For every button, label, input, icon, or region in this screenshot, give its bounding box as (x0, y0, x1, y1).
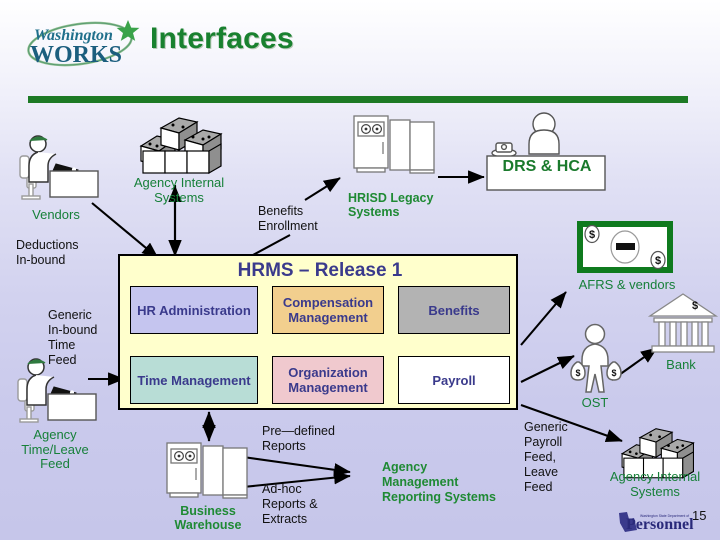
node-label-ost: OST (581, 395, 609, 410)
svg-text:$: $ (655, 255, 661, 267)
drs-hca-desk-icon (482, 110, 612, 191)
node-label-afrs-vendors: AFRS & vendors (578, 277, 676, 292)
node-label-agency-time-leave-feed: Agency Time/Leave Feed (21, 427, 89, 471)
module-label: Time Management (137, 372, 251, 388)
flow-label-benefits-enrollment: Benefits Enrollment (258, 204, 318, 233)
svg-text:$: $ (575, 368, 580, 378)
node-label-agency-internal-systems-top: Agency Internal Systems (133, 175, 225, 205)
node-label-business-warehouse: Business Warehouse (174, 504, 242, 532)
node-label-agency-management-reporting-systems: Agency Management Reporting Systems (382, 460, 496, 504)
agency-internal-systems-cubes-icon-bottom (612, 418, 700, 484)
module-hr-administration[interactable]: HR Administration (130, 286, 258, 334)
node-label-bank: Bank (666, 357, 696, 372)
svg-text:$: $ (611, 368, 616, 378)
module-label: Payroll (432, 372, 476, 388)
svg-text:Personnel: Personnel (626, 516, 694, 533)
bank-building-icon: $ (647, 292, 719, 358)
title-divider (28, 96, 688, 103)
ost-moneybag-person-icon: $ $ (560, 322, 630, 398)
flow-label-predefined-reports: Pre—defined Reports (262, 424, 335, 453)
node-label-agency-internal-systems-bottom: Agency Internal Systems (609, 469, 701, 499)
module-payroll[interactable]: Payroll (398, 356, 510, 404)
brand-sub-text: Washington State Department of (640, 514, 689, 518)
node-label-drs-hca: DRS & HCA (502, 158, 592, 175)
dop-personnel-logo: Personnel Washington State Department of (618, 510, 694, 533)
module-benefits[interactable]: Benefits (398, 286, 510, 334)
svg-text:Washington: Washington (34, 27, 113, 44)
module-label: Compensation Management (282, 295, 374, 325)
module-label: HR Administration (137, 302, 251, 318)
hrms-title: HRMS – Release 1 (237, 260, 403, 281)
afrs-money-icon: $ $ (577, 221, 673, 274)
agency-timeleave-clerk-icon (12, 355, 98, 427)
slide-number: 15 (692, 508, 707, 523)
agency-internal-systems-cubes-icon (131, 106, 227, 180)
flow-label-generic-payroll-feed: Generic Payroll Feed, Leave Feed (524, 420, 568, 494)
node-label-hrisd-legacy-systems: HRISD Legacy Systems (348, 191, 434, 219)
module-time-management[interactable]: Time Management (130, 356, 258, 404)
module-compensation-management[interactable]: Compensation Management (272, 286, 384, 334)
hrms-release1-container: HRMS – Release 1 HR Administration Compe… (118, 254, 518, 410)
svg-text:$: $ (692, 300, 698, 312)
module-label: Organization Management (288, 365, 368, 395)
washington-works-logo: Washington WORKS (22, 16, 144, 72)
module-organization-management[interactable]: Organization Management (272, 356, 384, 404)
svg-text:WORKS: WORKS (30, 42, 122, 68)
page-title: Interfaces (150, 22, 294, 55)
module-label: Benefits (428, 302, 480, 318)
flow-label-generic-inbound-time-feed: Generic In-bound Time Feed (48, 308, 98, 367)
vendors-clerk-icon (14, 132, 100, 204)
hrisd-legacy-server-icon (352, 112, 438, 178)
flow-label-deductions-inbound: Deductions In-bound (16, 238, 79, 267)
svg-text:$: $ (589, 229, 595, 241)
business-warehouse-server-icon (165, 440, 251, 504)
flow-label-adhoc-reports: Ad-hoc Reports & Extracts (262, 482, 318, 526)
node-label-vendors: Vendors (32, 207, 80, 222)
